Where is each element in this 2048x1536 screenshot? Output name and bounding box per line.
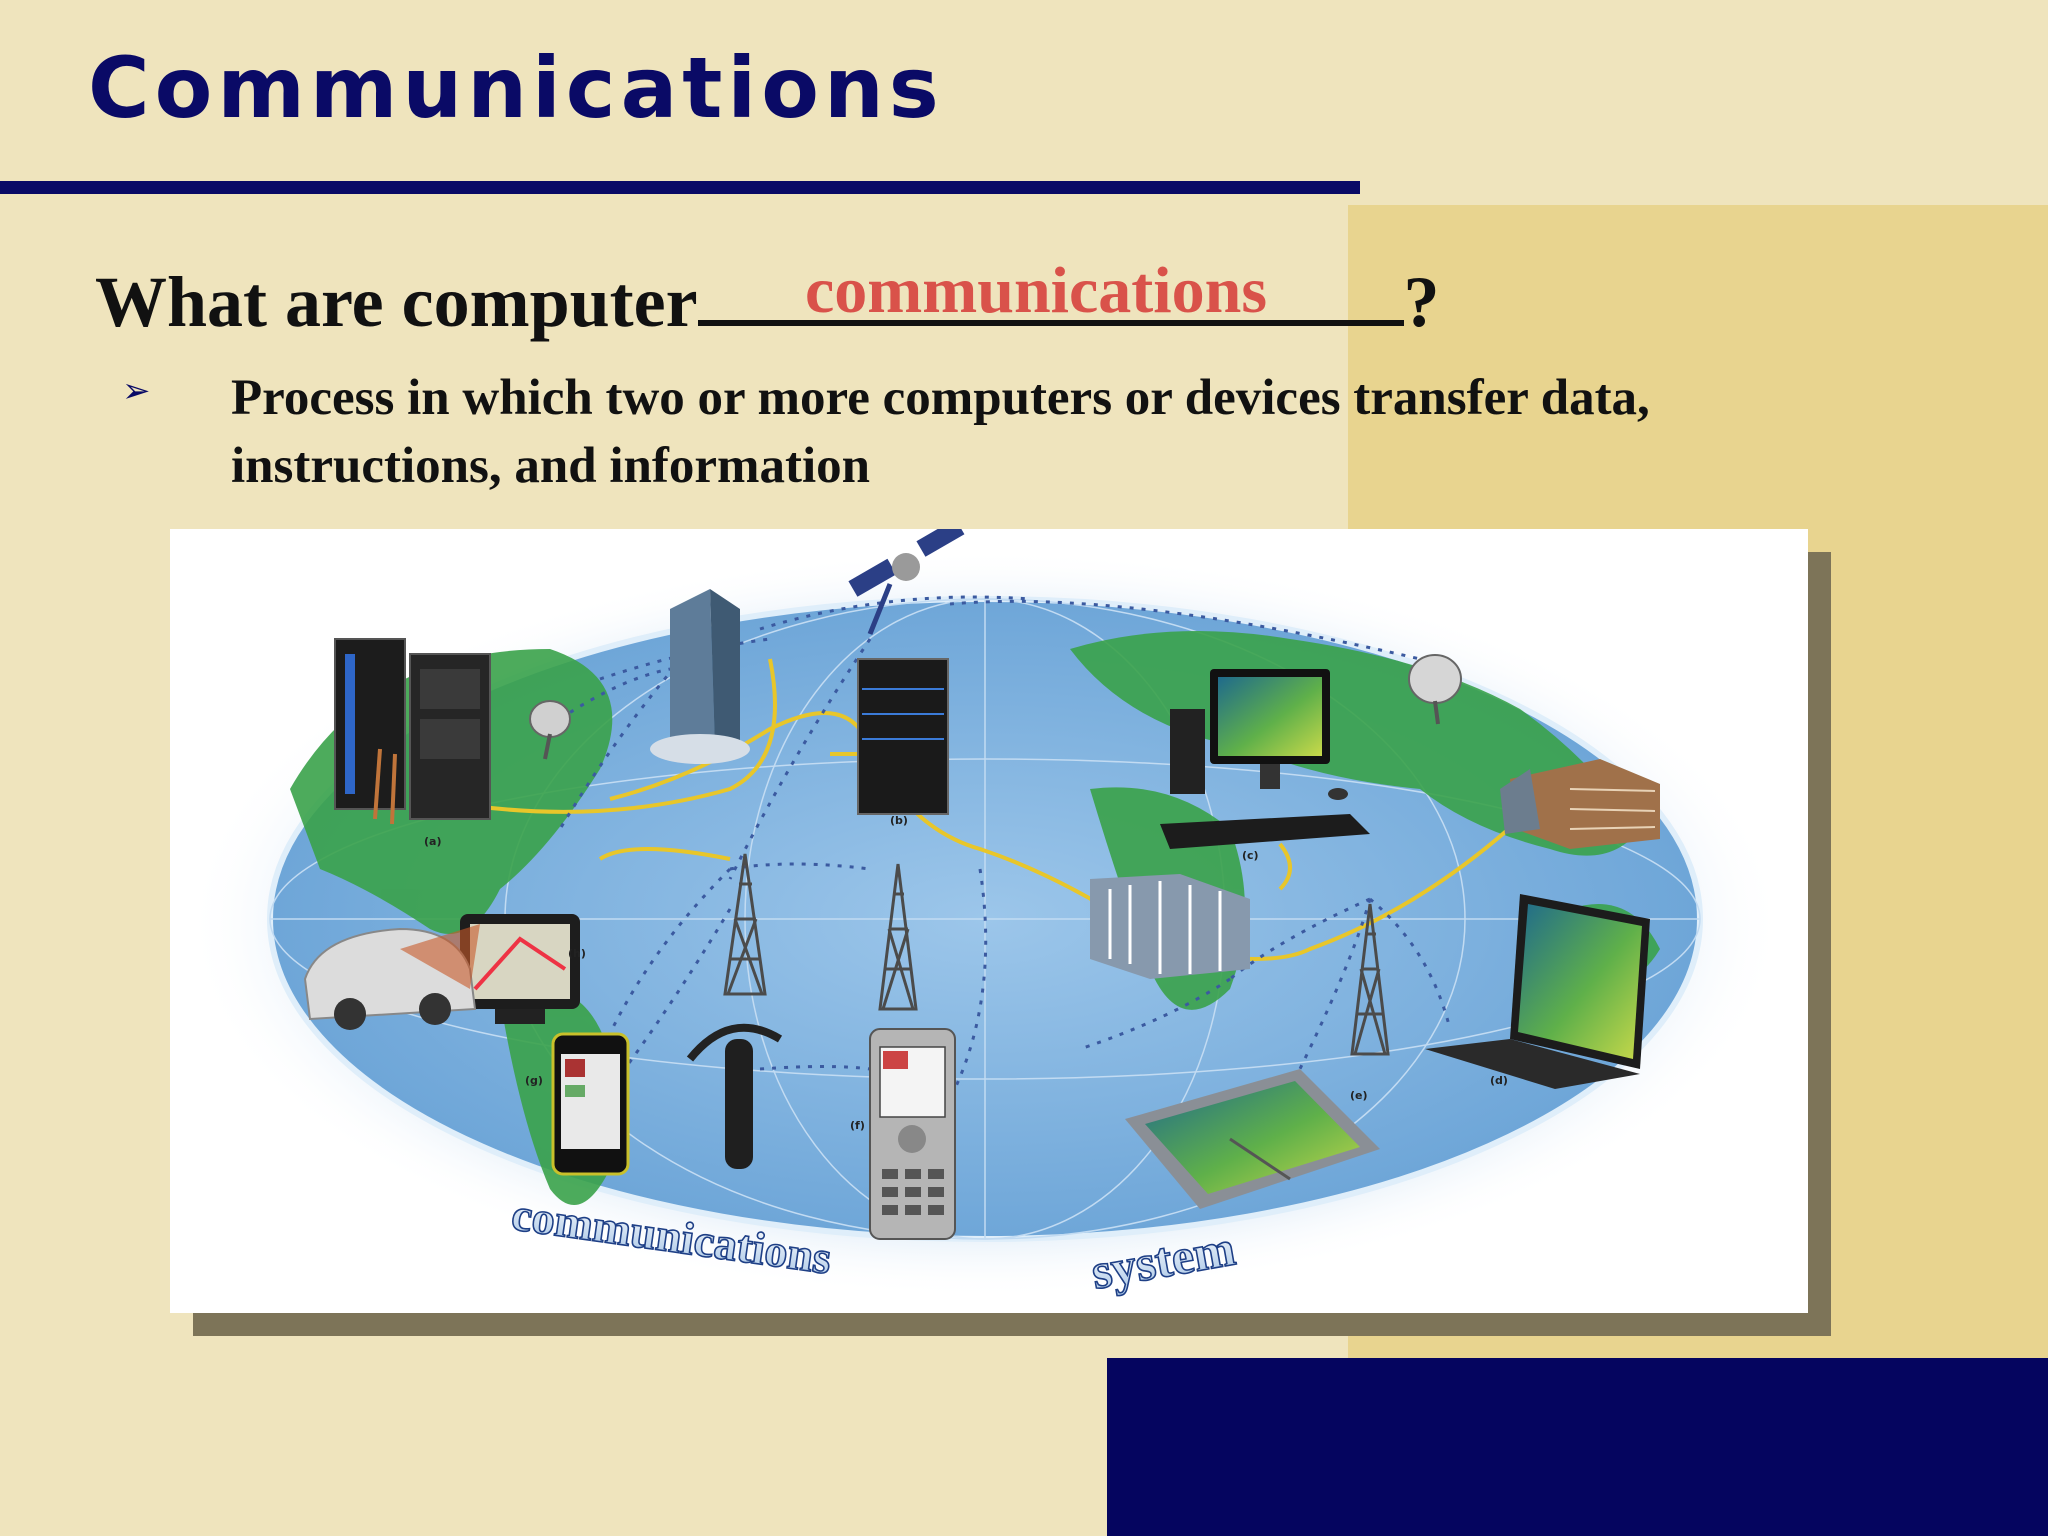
smartphone-icon: [551, 1032, 630, 1176]
figure-label-h: (h): [568, 947, 586, 960]
answer-blank: [697, 262, 1404, 326]
car-icon: [303, 924, 480, 1030]
question-text: What are computer?: [95, 262, 1440, 338]
figure-label-g: (g): [525, 1074, 543, 1087]
satellite-icon: [848, 529, 965, 635]
network-illustration: (a) (b) (c) (d) (e) (f) (g) (h) communic…: [185, 529, 1785, 1301]
slide-title: Communications: [88, 39, 944, 137]
figure-label-f: (f): [850, 1119, 865, 1132]
cell-tower-icon: [878, 863, 918, 1011]
tower-computer-icon: [857, 658, 949, 815]
desktop-computer-icon: [1160, 669, 1370, 849]
communications-system-figure: (a) (b) (c) (d) (e) (f) (g) (h) communic…: [170, 529, 1808, 1313]
laptop-icon: [1425, 894, 1650, 1089]
server-rack-icon: [334, 638, 491, 825]
title-underline: [0, 181, 1360, 194]
question-mark: ?: [1403, 262, 1440, 342]
satellite-dish-icon: [1408, 654, 1462, 725]
cell-tower-icon: [723, 853, 767, 996]
mobile-phone-icon: [869, 1028, 956, 1240]
answer-text: communications: [805, 254, 1267, 327]
figure-label-d: (d): [1490, 1074, 1508, 1087]
question-prefix: What are computer: [95, 262, 698, 342]
tablet-pc-icon: [1125, 1069, 1380, 1209]
gps-device-icon: [460, 914, 580, 1024]
office-building-icon: [1500, 759, 1660, 849]
office-building-icon: [650, 589, 750, 764]
cell-tower-icon: [1350, 903, 1390, 1056]
figure-label-a: (a): [424, 835, 441, 848]
arrow-bullet-icon: ➢: [122, 371, 151, 411]
office-building-icon: [1090, 874, 1250, 979]
bluetooth-headset-icon: [686, 1023, 783, 1169]
bullet-definition: Process in which two or more computers o…: [231, 370, 1650, 494]
navy-corner-block: [1107, 1358, 2048, 1536]
figure-label-c: (c): [1242, 849, 1259, 862]
figure-label-b: (b): [890, 814, 908, 827]
figure-label-e: (e): [1350, 1089, 1368, 1102]
satellite-dish-icon: [529, 700, 571, 760]
